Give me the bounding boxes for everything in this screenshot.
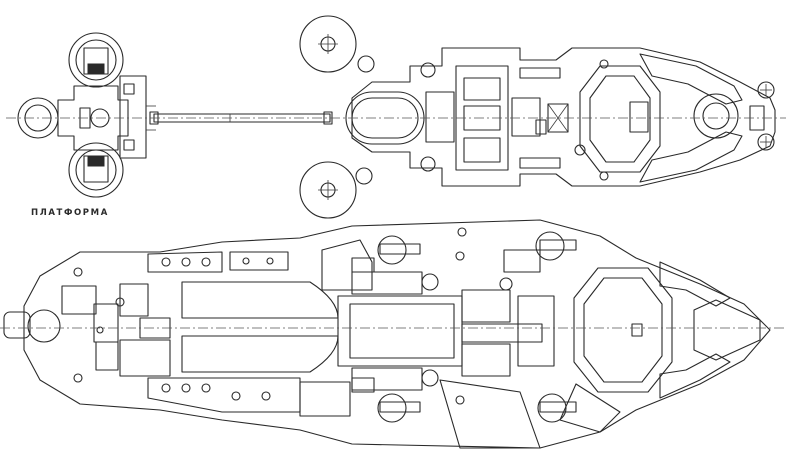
platform-label: ПЛАТФОРМА	[31, 208, 109, 218]
platform-plan	[17, 32, 333, 198]
upper-deck-plan	[6, 15, 786, 219]
lower-deck-plan	[0, 219, 786, 449]
